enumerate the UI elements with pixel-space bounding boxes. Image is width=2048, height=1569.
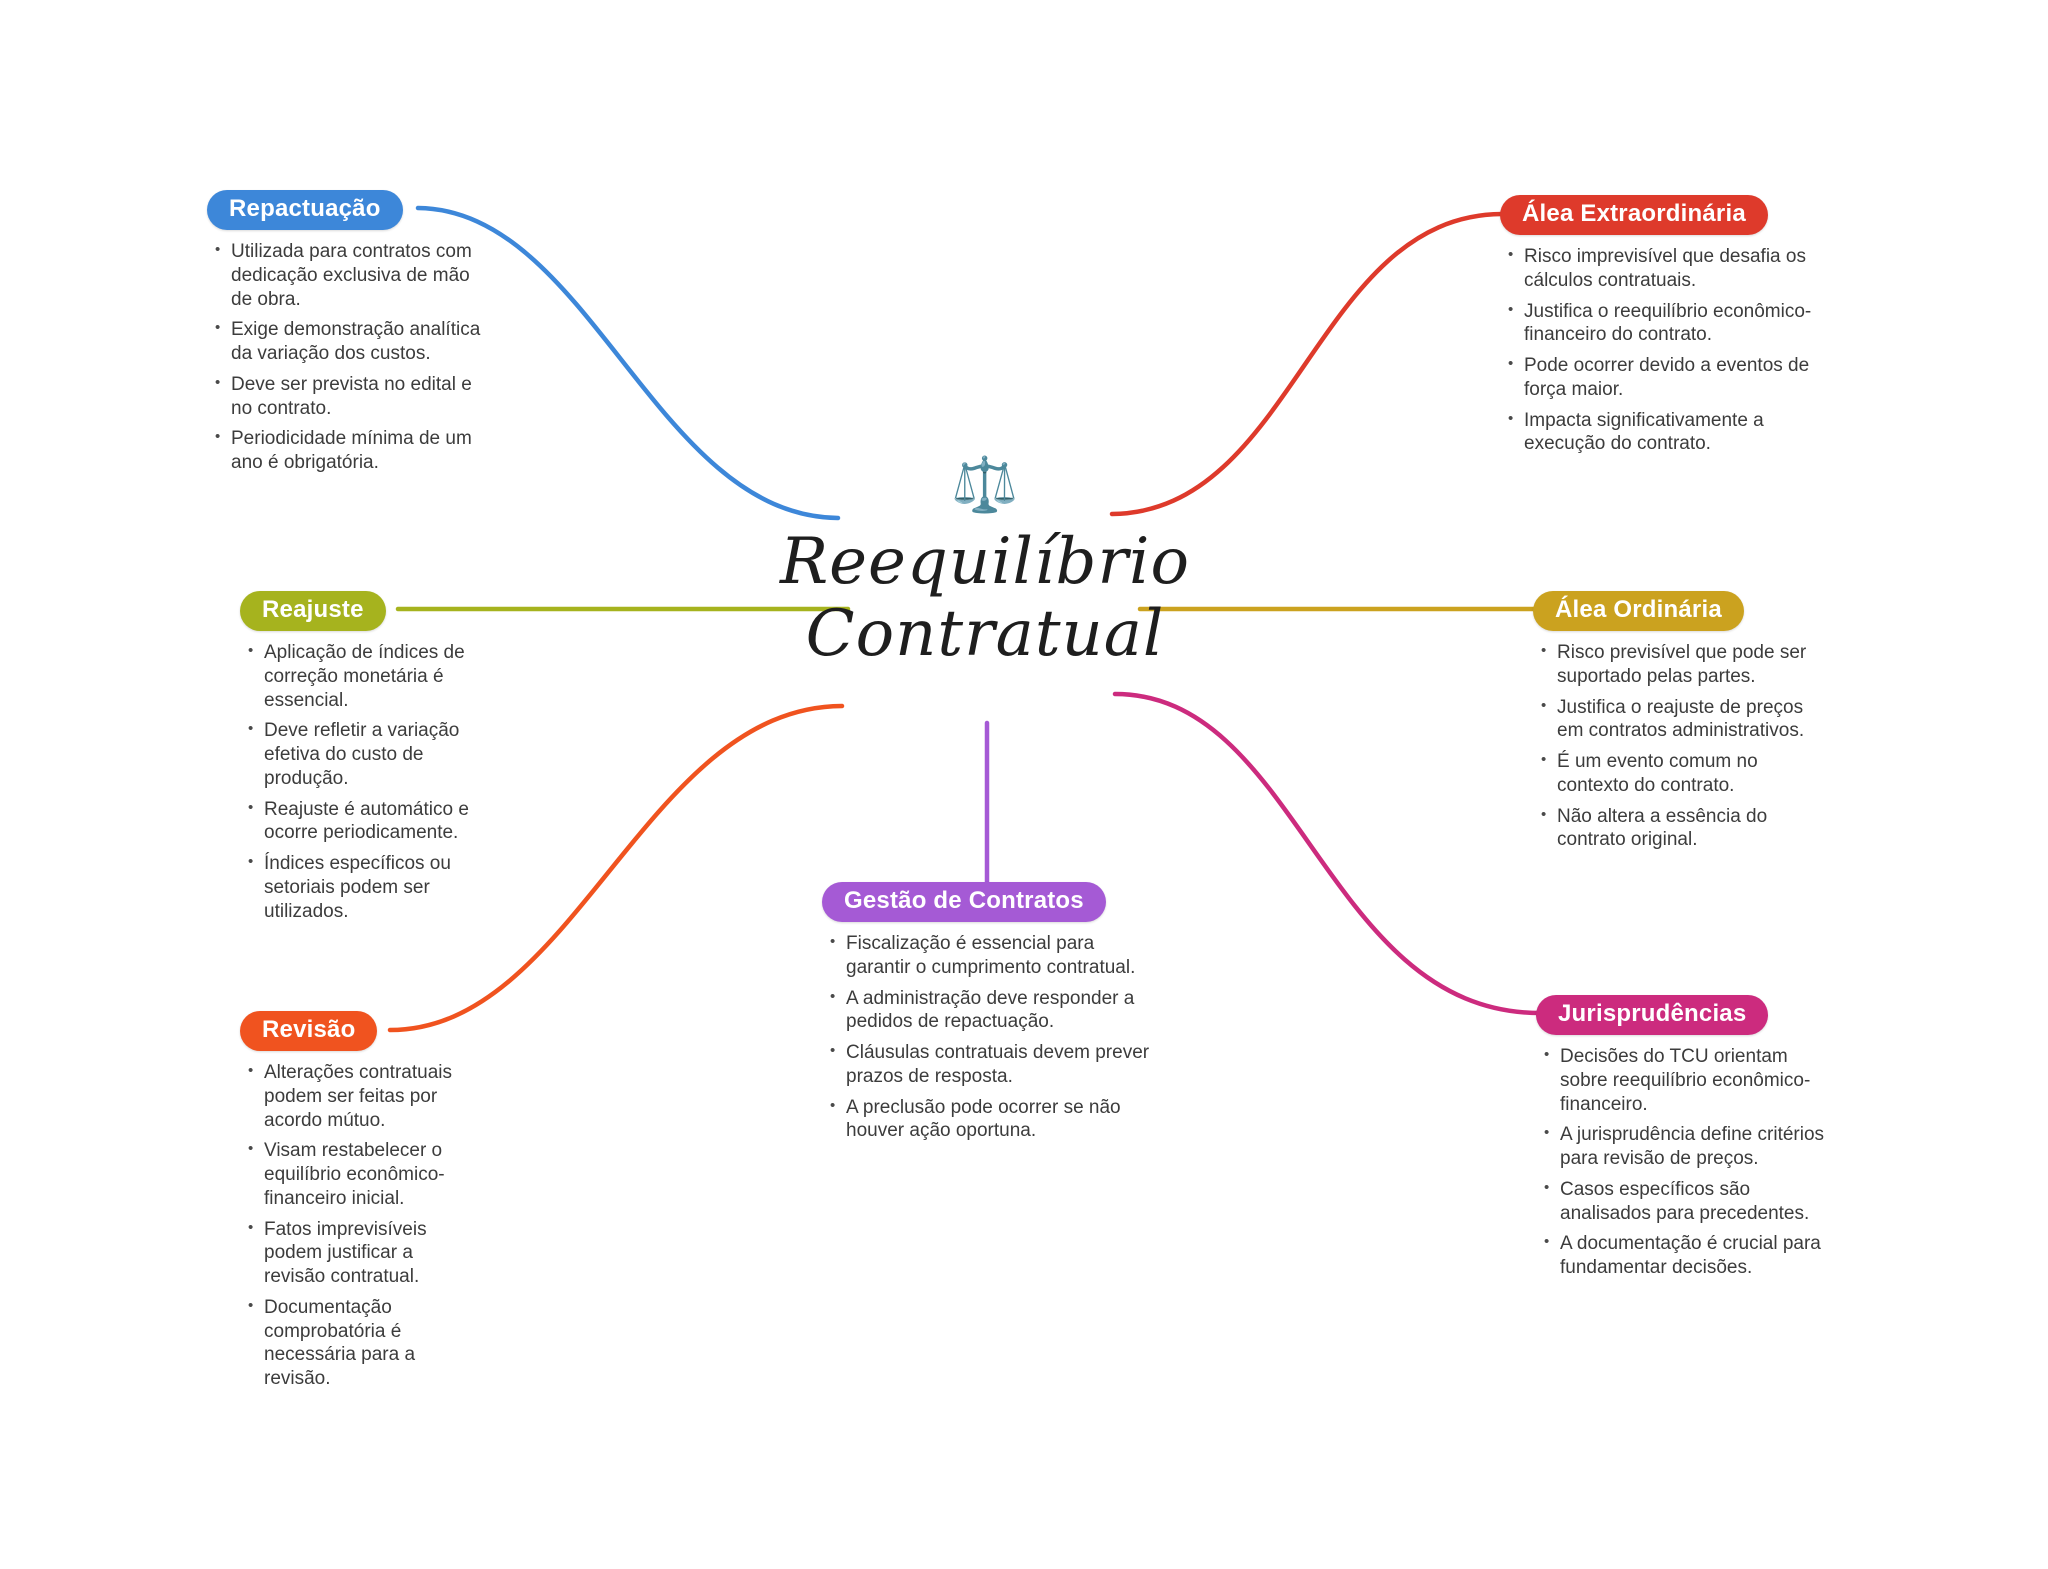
- bullet-item: Visam restabelecer o equilíbrio econômic…: [246, 1139, 462, 1210]
- bullet-item: A administração deve responder a pedidos…: [828, 987, 1162, 1035]
- node-jurisprudencias-label: Jurisprudências: [1558, 1000, 1747, 1027]
- bullet-item: A jurisprudência define critérios para r…: [1542, 1123, 1836, 1171]
- node-alea-ordinaria-label: Álea Ordinária: [1555, 596, 1722, 623]
- node-revisao-label: Revisão: [262, 1016, 356, 1043]
- branch-alea-extraordinaria: Álea Extraordinária Risco imprevisível q…: [1500, 195, 1826, 463]
- bullet-item: Cláusulas contratuais devem prever prazo…: [828, 1041, 1162, 1089]
- branch-revisao: Revisão Alterações contratuais podem ser…: [240, 1011, 462, 1398]
- bullets-repactuacao: Utilizada para contratos com dedicação e…: [213, 240, 483, 475]
- node-alea-extraordinaria[interactable]: Álea Extraordinária: [1500, 195, 1768, 235]
- center-title: Reequilíbrio Contratual: [685, 526, 1285, 671]
- bullet-item: Alterações contratuais podem ser feitas …: [246, 1061, 462, 1132]
- bullets-revisao: Alterações contratuais podem ser feitas …: [246, 1061, 462, 1391]
- scales-icon: ⚖️: [951, 455, 1019, 515]
- bullets-gestao-de-contratos: Fiscalização é essencial para garantir o…: [828, 932, 1162, 1143]
- node-reajuste-label: Reajuste: [262, 596, 364, 623]
- bullet-item: Periodicidade mínima de um ano é obrigat…: [213, 427, 483, 475]
- bullet-item: Utilizada para contratos com dedicação e…: [213, 240, 483, 311]
- node-gestao-de-contratos[interactable]: Gestão de Contratos: [822, 882, 1106, 922]
- node-reajuste[interactable]: Reajuste: [240, 591, 386, 631]
- center-title-line2: Contratual: [805, 597, 1165, 672]
- branch-jurisprudencias: Jurisprudências Decisões do TCU orientam…: [1536, 995, 1836, 1287]
- node-alea-extraordinaria-label: Álea Extraordinária: [1522, 200, 1746, 227]
- bullets-alea-ordinaria: Risco previsível que pode ser suportado …: [1539, 641, 1825, 852]
- node-gestao-de-contratos-label: Gestão de Contratos: [844, 887, 1084, 914]
- bullet-item: É um evento comum no contexto do contrat…: [1539, 750, 1825, 798]
- bullets-reajuste: Aplicação de índices de correção monetár…: [246, 641, 476, 923]
- bullet-item: Justifica o reajuste de preços em contra…: [1539, 696, 1825, 744]
- bullet-item: Pode ocorrer devido a eventos de força m…: [1506, 354, 1826, 402]
- bullet-item: Reajuste é automático e ocorre periodica…: [246, 798, 476, 846]
- bullets-alea-extraordinaria: Risco imprevisível que desafia os cálcul…: [1506, 245, 1826, 456]
- bullet-item: Decisões do TCU orientam sobre reequilíb…: [1542, 1045, 1836, 1116]
- bullet-item: Justifica o reequilíbrio econômico-finan…: [1506, 300, 1826, 348]
- bullet-item: A preclusão pode ocorrer se não houver a…: [828, 1096, 1162, 1144]
- bullet-item: Documentação comprobatória é necessária …: [246, 1296, 462, 1391]
- bullet-item: Casos específicos são analisados para pr…: [1542, 1178, 1836, 1226]
- bullet-item: Exige demonstração analítica da variação…: [213, 318, 483, 366]
- node-revisao[interactable]: Revisão: [240, 1011, 378, 1051]
- bullet-item: Impacta significativamente a execução do…: [1506, 409, 1826, 457]
- bullet-item: Deve refletir a variação efetiva do cust…: [246, 719, 476, 790]
- bullet-item: Deve ser prevista no edital e no contrat…: [213, 373, 483, 421]
- node-repactuacao-label: Repactuação: [229, 195, 381, 222]
- branch-repactuacao: Repactuação Utilizada para contratos com…: [207, 190, 483, 482]
- center-title-line1: Reequilíbrio: [779, 525, 1191, 599]
- bullet-item: Índices específicos ou setoriais podem s…: [246, 852, 476, 923]
- bullet-item: Risco imprevisível que desafia os cálcul…: [1506, 245, 1826, 293]
- bullet-item: Fiscalização é essencial para garantir o…: [828, 932, 1162, 980]
- connector-jurisprudencias: [1112, 691, 1543, 1016]
- bullets-jurisprudencias: Decisões do TCU orientam sobre reequilíb…: [1542, 1045, 1836, 1280]
- bullet-item: Fatos imprevisíveis podem justificar a r…: [246, 1218, 462, 1289]
- bullet-item: A documentação é crucial para fundamenta…: [1542, 1232, 1836, 1280]
- branch-alea-ordinaria: Álea Ordinária Risco previsível que pode…: [1533, 591, 1825, 859]
- branch-gestao-de-contratos: Gestão de Contratos Fiscalização é essen…: [822, 882, 1162, 1150]
- node-repactuacao[interactable]: Repactuação: [207, 190, 403, 230]
- bullet-item: Risco previsível que pode ser suportado …: [1539, 641, 1825, 689]
- bullet-item: Não altera a essência do contrato origin…: [1539, 805, 1825, 853]
- branch-reajuste: Reajuste Aplicação de índices de correçã…: [240, 591, 476, 930]
- node-alea-ordinaria[interactable]: Álea Ordinária: [1533, 591, 1744, 631]
- bullet-item: Aplicação de índices de correção monetár…: [246, 641, 476, 712]
- node-jurisprudencias[interactable]: Jurisprudências: [1536, 995, 1769, 1035]
- center-node[interactable]: ⚖️ Reequilíbrio Contratual: [685, 458, 1285, 671]
